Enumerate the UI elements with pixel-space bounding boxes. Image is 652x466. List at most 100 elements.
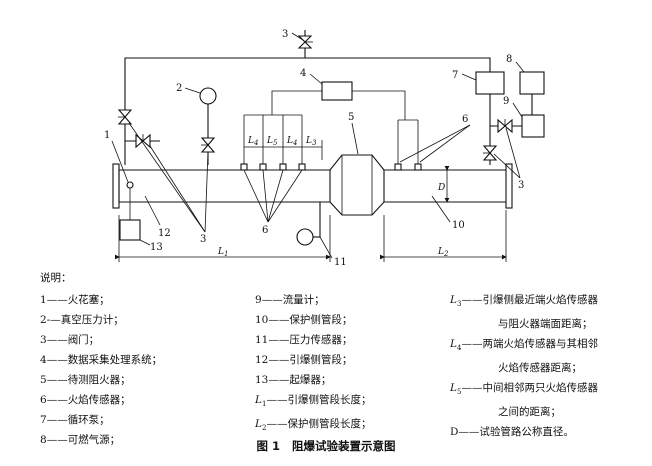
legend-item-separator: —— [268, 354, 290, 366]
legend-item-key: 9 [255, 294, 262, 306]
legend-item: 11——压力传感器； [255, 330, 450, 350]
legend-item-text: 引爆侧管段； [289, 354, 353, 366]
legend-item-separator: —— [46, 374, 68, 386]
legend-item-key-subscript: 2 [261, 424, 267, 433]
legend-item-key: 4 [40, 354, 47, 366]
legend-item-text: 可燃气源； [67, 434, 121, 446]
igniter [119, 219, 141, 241]
legend-item-text: 待测阻火器； [67, 374, 131, 386]
legend-item: 7——循环泵； [40, 410, 240, 430]
legend-title: 说明： [40, 272, 72, 284]
legend-item-text: 数据采集处理系统； [67, 354, 163, 366]
legend-item-separator: —— [261, 294, 283, 306]
legend-item-separator: —— [461, 338, 483, 351]
flow-meter [521, 114, 545, 138]
gas-source [519, 71, 545, 95]
legend-item: L5——中间相邻两只火焰传感器 [450, 378, 650, 402]
legend: 说明： 1——火花塞；2-—真空压力计；3——阀门；4——数据采集处理系统；5—… [0, 268, 652, 446]
callout-3-left: 3 [200, 234, 206, 245]
legend-item-separator: —— [268, 374, 290, 386]
callout-13: 13 [150, 242, 163, 253]
legend-item: 1——火花塞； [40, 290, 240, 310]
legend-item-key: 10 [255, 314, 269, 326]
legend-item-text: 火花塞； [67, 294, 110, 306]
legend-item-key: L [255, 394, 262, 406]
valve-right-vertical [482, 145, 498, 161]
legend-item-continuation: 之间的距离； [498, 406, 561, 419]
legend-item: 13——起爆器； [255, 370, 450, 390]
flame-sensors-protected [394, 163, 422, 171]
callout-5: 5 [348, 112, 354, 123]
legend-item-separator: —— [268, 314, 290, 326]
callout-11: 11 [334, 257, 347, 268]
legend-item-separator: —— [46, 414, 68, 426]
legend-item-separator: —— [46, 394, 68, 406]
legend-item-text: 引爆侧最近端火焰传感器 [482, 294, 598, 306]
figure-caption: 图 1 阻爆试验装置示意图 [0, 438, 652, 454]
spark-plug [126, 181, 134, 189]
sensor-spacing-dimensions [244, 140, 323, 160]
dim-L3: L3 [305, 136, 317, 147]
sensor-wiring [243, 90, 419, 165]
legend-item: D——试验管路公称直径。 [450, 422, 650, 442]
valve-left-horizontal [125, 133, 160, 149]
callout-6-top: 6 [462, 114, 468, 125]
legend-item-separator: —— [46, 434, 68, 446]
legend-item: 2-—真空压力计； [40, 310, 240, 330]
legend-item-key: 12 [255, 354, 269, 366]
valve-left-vertical [117, 109, 133, 125]
dim-L5: L5 [266, 136, 278, 147]
legend-item: L1——引爆侧管段长度； [255, 390, 450, 414]
legend-item-text: 引爆侧管段长度； [287, 394, 372, 406]
dim-L2: L2 [437, 247, 449, 258]
callout-7: 7 [452, 70, 458, 81]
callout-9: 9 [503, 96, 509, 107]
legend-item: 5——待测阻火器； [40, 370, 240, 390]
callout-10: 10 [452, 220, 465, 231]
legend-item-key: L [450, 382, 457, 395]
dim-L4-left: L4 [247, 136, 258, 147]
circulation-pump [475, 71, 505, 95]
legend-item-key: L [450, 338, 457, 351]
legend-item: 3——阀门； [40, 330, 240, 350]
legend-item-separator: —— [461, 382, 483, 395]
protected-side-pipe [384, 163, 513, 209]
test-apparatus-diagram: 3 2 4 L4 [104, 29, 545, 268]
flame-arrester [329, 154, 385, 216]
callout-2: 2 [176, 83, 182, 94]
legend-item-key: L [255, 418, 262, 431]
legend-item-continuation: 与阻火器端面距离； [498, 318, 593, 331]
legend-item-separator: —— [266, 394, 288, 406]
legend-item: L2——保护侧管段长度； [255, 414, 450, 438]
legend-item-separator: —— [46, 334, 68, 346]
callout-12: 12 [158, 228, 171, 239]
legend-item-separator: —— [268, 334, 290, 346]
legend-item-key: 7 [40, 414, 47, 426]
legend-item-text: 两端火焰传感器与其相邻 [482, 338, 598, 351]
callout-6-bottom-leaders [243, 169, 303, 223]
legend-item-text: 保护侧管段； [289, 314, 353, 326]
legend-item-key: 3 [40, 334, 47, 346]
legend-item-key-subscript: 5 [456, 388, 462, 397]
legend-item-key: 13 [255, 374, 269, 386]
valve-flow-meter [497, 118, 513, 134]
legend-item: 10——保护侧管段； [255, 310, 450, 330]
figure-number: 图 1 [256, 439, 280, 453]
legend-item-text: 中间相邻两只火焰传感器 [482, 382, 598, 395]
legend-item: 12——引爆侧管段； [255, 350, 450, 370]
callout-3-right: 3 [518, 180, 524, 191]
length-dimensions [115, 210, 507, 262]
flame-sensors-ignition [240, 163, 306, 171]
callout-4: 4 [300, 68, 306, 79]
legend-item-key: 1 [40, 294, 47, 306]
legend-item-separator: —— [461, 294, 483, 306]
legend-item-text: 起爆器； [289, 374, 332, 386]
legend-item-key: 11 [255, 334, 269, 346]
legend-column-3: L3——引爆侧最近端火焰传感器与阻火器端面距离；L4——两端火焰传感器与其相邻火… [450, 290, 650, 442]
legend-item-separator: —— [46, 294, 68, 306]
pressure-sensor [296, 202, 321, 246]
legend-item-separator: -— [46, 314, 61, 326]
data-acquisition-box [321, 81, 353, 101]
legend-item-key-subscript: 4 [456, 344, 462, 353]
legend-item-text: 压力传感器； [289, 334, 353, 346]
